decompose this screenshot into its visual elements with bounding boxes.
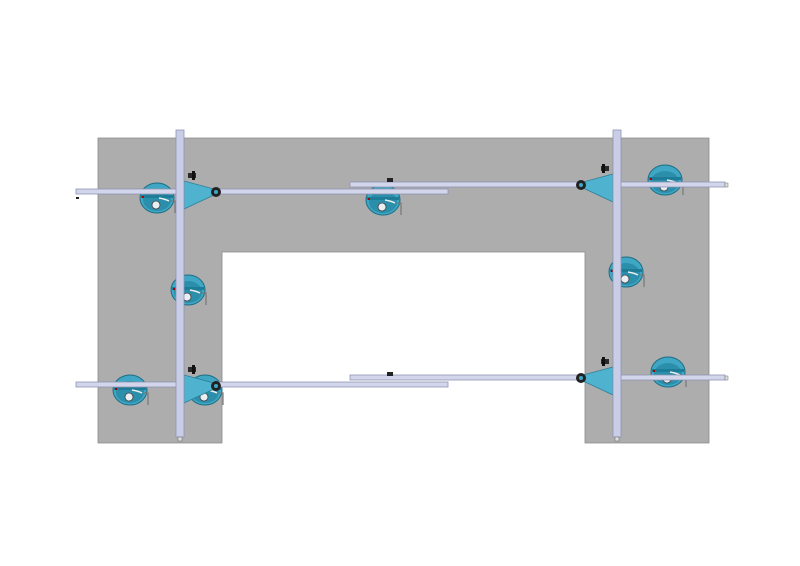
horizontal-rails bbox=[75, 181, 726, 388]
rail-bottom-right bbox=[349, 374, 726, 381]
rail-right bbox=[612, 129, 622, 438]
rail-end-cap bbox=[614, 436, 620, 442]
rail-knobs bbox=[76, 178, 729, 381]
glass-panel bbox=[97, 137, 710, 444]
suction-cup bbox=[112, 374, 149, 406]
rail-bottom-left bbox=[75, 381, 449, 388]
rail-top-right bbox=[349, 181, 726, 188]
suction-cup bbox=[650, 356, 687, 388]
vertical-rails bbox=[175, 129, 622, 442]
rail-left bbox=[175, 129, 185, 438]
rail-top-left bbox=[75, 188, 449, 195]
rail-end-cap bbox=[177, 436, 183, 442]
suction-cup bbox=[647, 164, 684, 196]
suction-cup bbox=[139, 182, 176, 214]
